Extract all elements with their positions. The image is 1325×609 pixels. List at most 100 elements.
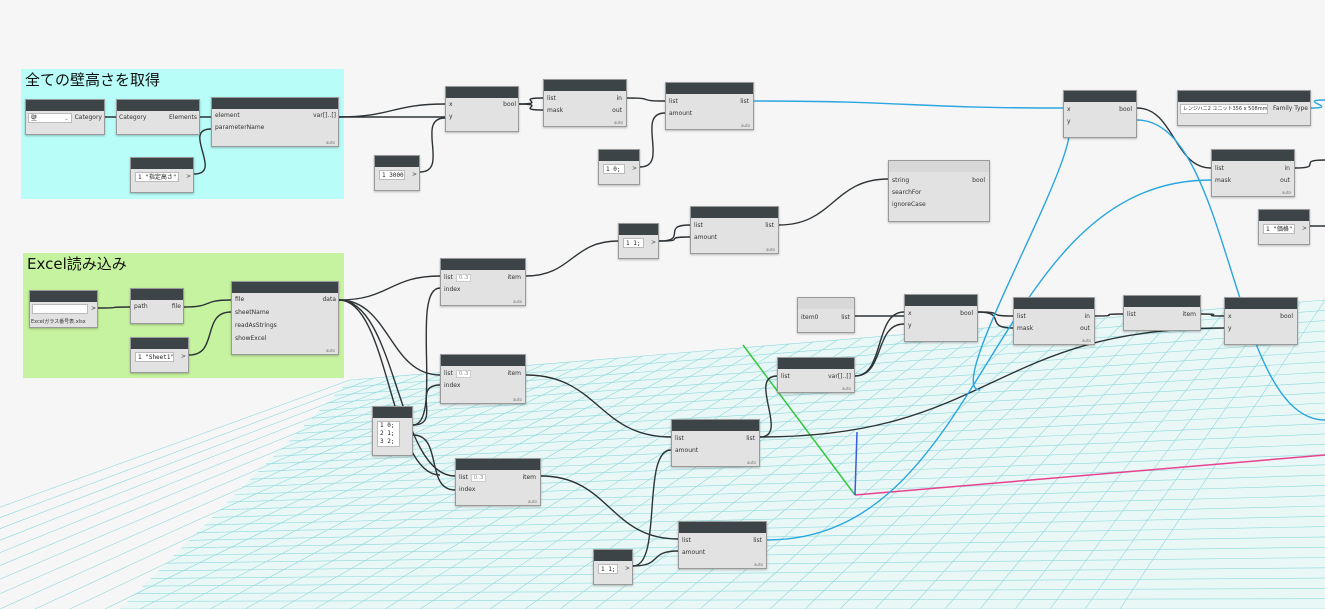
lf-input-list[interactable]: list bbox=[781, 373, 790, 380]
sc-input-searchfor[interactable]: searchFor bbox=[892, 189, 922, 196]
comparison-node-2[interactable]: x y bool bbox=[904, 294, 978, 342]
lg4-input-list[interactable]: list bbox=[682, 537, 691, 544]
category-dropdown[interactable]: 壁⌄ bbox=[28, 113, 72, 123]
filter-bool-mask-node-1[interactable]: list mask in out auto bbox=[543, 79, 627, 127]
fbm3-output-in[interactable]: in bbox=[1284, 165, 1290, 172]
fbm1-output-in[interactable]: in bbox=[616, 95, 622, 102]
ae-output-elements[interactable]: Elements bbox=[169, 114, 197, 121]
gi2-output-item[interactable]: item bbox=[507, 370, 521, 377]
code-out[interactable]: > bbox=[1301, 225, 1307, 232]
gp-input-param[interactable]: parameterName bbox=[215, 124, 265, 131]
fbm2-output-in[interactable]: in bbox=[1084, 313, 1090, 320]
lg2-input-list[interactable]: list bbox=[694, 222, 703, 229]
sc-input-ignorecase[interactable]: ignoreCase bbox=[892, 201, 926, 208]
lg4-output-list[interactable]: list bbox=[753, 537, 762, 544]
comparison-node-4[interactable]: x y bool bbox=[1063, 90, 1137, 138]
code-out[interactable]: > bbox=[650, 239, 656, 246]
fbm1-input-list[interactable]: list bbox=[547, 95, 556, 102]
lg4-input-amount[interactable]: amount bbox=[682, 549, 706, 556]
family-types-node[interactable]: レンジハニ2 ユニット356 x 508mm Family Type bbox=[1177, 90, 1311, 126]
cmp1-input-y[interactable]: y bbox=[449, 113, 453, 120]
code-1-bottom[interactable]: 1 1; bbox=[598, 564, 618, 574]
ex-input-file[interactable]: file bbox=[235, 296, 245, 303]
code-block-kakaku[interactable]: 1 "価格"; > bbox=[1258, 209, 1310, 245]
list-getitem-bottom[interactable]: list amount list auto bbox=[678, 521, 767, 569]
cmp1-output-bool[interactable]: bool bbox=[503, 101, 516, 108]
code-block-1-bottom[interactable]: 1 1; > bbox=[593, 549, 633, 585]
list-getitem-mid[interactable]: list amount list auto bbox=[690, 206, 779, 254]
cmp3-input-y[interactable]: y bbox=[1228, 325, 1232, 332]
filter-bool-mask-node-3[interactable]: list mask in out auto bbox=[1211, 149, 1295, 197]
lg1-input-list[interactable]: list bbox=[669, 98, 678, 105]
lfi-input-list[interactable]: list bbox=[1127, 311, 1136, 318]
code-out[interactable]: > bbox=[624, 565, 630, 572]
cmp4-output-bool[interactable]: bool bbox=[1119, 106, 1132, 113]
code-block-sheet[interactable]: 1 "Sheet1"; > bbox=[130, 337, 189, 373]
code-3000[interactable]: 1 3000; bbox=[379, 170, 405, 180]
cmp2-output-bool[interactable]: bool bbox=[960, 310, 973, 317]
code-block-sequence[interactable]: 1 0;2 1;3 2; bbox=[372, 406, 413, 456]
gp-input-element[interactable]: element bbox=[215, 112, 240, 119]
family-type-dropdown[interactable]: レンジハニ2 ユニット356 x 508mm bbox=[1180, 104, 1268, 114]
gi2-input-index[interactable]: index bbox=[444, 382, 461, 389]
ffp-input-path[interactable]: path bbox=[134, 303, 148, 310]
sc-output-bool[interactable]: bool bbox=[972, 177, 985, 184]
cmp4-input-x[interactable]: x bbox=[1067, 106, 1071, 113]
file-browse[interactable] bbox=[32, 304, 88, 314]
excel-read-node[interactable]: file sheetName readAsStrings showExcel d… bbox=[231, 281, 339, 355]
string-contains-node[interactable]: string searchFor ignoreCase bool bbox=[888, 160, 990, 222]
ex-input-show[interactable]: showExcel bbox=[235, 335, 267, 342]
list-getitem-lower[interactable]: list amount list auto bbox=[671, 419, 760, 467]
ex-input-readstr[interactable]: readAsStrings bbox=[235, 322, 277, 329]
code-1-mid[interactable]: 1 1; bbox=[623, 238, 644, 248]
code-out[interactable]: > bbox=[631, 165, 637, 172]
lg3-input-amount[interactable]: amount bbox=[675, 447, 699, 454]
list-first-node[interactable]: list item bbox=[1123, 295, 1201, 331]
gi3-output-item[interactable]: item bbox=[522, 474, 536, 481]
fbm2-input-mask[interactable]: mask bbox=[1017, 325, 1034, 332]
list-getitem-top[interactable]: list amount list auto bbox=[665, 82, 754, 130]
file-path-out[interactable]: > bbox=[90, 305, 96, 312]
code-block-3000[interactable]: 1 3000; > bbox=[374, 155, 420, 191]
fbm1-output-out[interactable]: out bbox=[612, 107, 622, 114]
sc-input-string[interactable]: string bbox=[892, 177, 910, 184]
list-flatten-node[interactable]: list var[]..[] auto bbox=[777, 357, 855, 393]
category-output[interactable]: Category bbox=[74, 114, 102, 121]
comparison-node-3[interactable]: x y bool bbox=[1224, 297, 1298, 345]
fbm1-input-mask[interactable]: mask bbox=[547, 107, 564, 114]
filter-bool-mask-node-2[interactable]: list mask in out auto bbox=[1013, 297, 1095, 345]
ae-input-category[interactable]: Category bbox=[119, 114, 147, 121]
ex-output-data[interactable]: data bbox=[322, 296, 336, 303]
file-from-path-node[interactable]: path file bbox=[130, 288, 184, 324]
lg3-output-list[interactable]: list bbox=[746, 435, 755, 442]
lf-output-var[interactable]: var[]..[] bbox=[828, 373, 851, 380]
cmp4-input-y[interactable]: y bbox=[1067, 118, 1071, 125]
cmp3-input-x[interactable]: x bbox=[1228, 313, 1232, 320]
code-out[interactable]: > bbox=[185, 173, 191, 180]
code-sheet[interactable]: 1 "Sheet1"; bbox=[135, 352, 174, 362]
lg1-output-list[interactable]: list bbox=[740, 98, 749, 105]
lg3-input-list[interactable]: list bbox=[675, 435, 684, 442]
ffp-output-file[interactable]: file bbox=[171, 303, 181, 310]
code-block-param-name[interactable]: 1 "指定高さ"; > bbox=[130, 157, 194, 193]
cmp1-input-x[interactable]: x bbox=[449, 101, 453, 108]
lg2-output-list[interactable]: list bbox=[765, 222, 774, 229]
code-block-1-mid[interactable]: 1 1; > bbox=[618, 223, 659, 259]
code-out[interactable]: > bbox=[180, 353, 186, 360]
fbm2-output-out[interactable]: out bbox=[1080, 325, 1090, 332]
comparison-node-1[interactable]: x y bool bbox=[445, 86, 519, 132]
get-parameter-node[interactable]: element parameterName var[]..[] auto bbox=[211, 97, 339, 147]
fbm2-input-list[interactable]: list bbox=[1017, 313, 1026, 320]
cmp2-input-x[interactable]: x bbox=[908, 310, 912, 317]
lc-input-item0[interactable]: item0 bbox=[801, 314, 819, 321]
code-out[interactable]: > bbox=[411, 171, 417, 178]
ex-input-sheet[interactable]: sheetName bbox=[235, 309, 270, 316]
code-block-0-top[interactable]: 1 0; > bbox=[598, 149, 640, 185]
